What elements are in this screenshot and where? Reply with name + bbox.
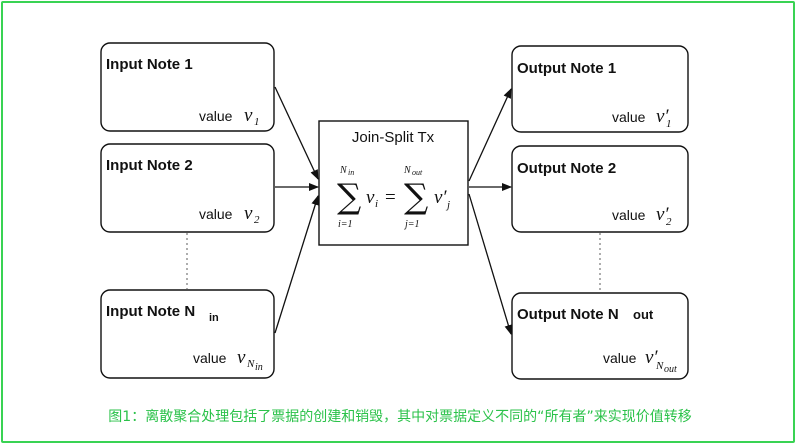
- input-note-2-var: v: [244, 203, 253, 224]
- output-note-1-var: v′: [656, 106, 669, 127]
- input-note-2-sub: 2: [254, 214, 260, 226]
- sum-left-lower: i=1: [338, 219, 353, 230]
- input-note-1: Input Note 1 value v 1: [100, 42, 275, 132]
- sum-left-var: v: [366, 187, 375, 208]
- arrow-output-n: [468, 193, 513, 335]
- sum-right-var-sub: j: [445, 199, 450, 211]
- arrow-output-1: [468, 88, 512, 182]
- sum-right-var: v′: [434, 187, 447, 208]
- input-note-n-title: Input Note N: [106, 303, 195, 320]
- input-note-n-value-label: value: [193, 350, 227, 366]
- input-note-n-title-sub: in: [209, 312, 219, 324]
- input-note-1-sub: 1: [254, 116, 260, 128]
- output-note-2-title: Output Note 2: [517, 160, 616, 177]
- sum-right-sigma: ∑: [404, 177, 428, 217]
- input-note-2-title: Input Note 2: [106, 157, 193, 174]
- output-note-1-title: Output Note 1: [517, 60, 616, 77]
- input-note-2: Input Note 2 value v 2: [100, 143, 275, 233]
- output-note-2: Output Note 2 value v′ 2: [511, 145, 689, 233]
- equals-sign: =: [385, 187, 396, 208]
- input-note-n: Input Note N in value v N in: [100, 289, 275, 379]
- output-note-2-sub: 2: [666, 216, 672, 228]
- sum-right-upper-sub: out: [412, 168, 423, 177]
- join-split-tx-box: Join-Split Tx N in ∑ i=1 v i = N out ∑ j…: [318, 120, 469, 246]
- output-note-n-title-sub: out: [633, 307, 654, 322]
- sum-left-sigma: ∑: [337, 177, 361, 217]
- join-split-tx-title: Join-Split Tx: [352, 129, 435, 146]
- arrow-input-1: [274, 86, 319, 180]
- output-note-2-var: v′: [656, 204, 669, 225]
- output-note-2-value-label: value: [612, 207, 646, 223]
- output-note-n-var: v′: [645, 347, 658, 368]
- sum-right-upper: N: [403, 165, 412, 176]
- input-note-2-value-label: value: [199, 206, 233, 222]
- output-note-n: Output Note N out value v′ N out: [511, 292, 689, 380]
- input-note-n-sub-sub: in: [255, 362, 263, 373]
- sum-left-upper-sub: in: [348, 168, 354, 177]
- sum-left-upper: N: [339, 165, 348, 176]
- sum-left-var-sub: i: [375, 198, 378, 210]
- arrow-input-n: [274, 195, 320, 334]
- input-note-1-value-label: value: [199, 108, 233, 124]
- output-note-1: Output Note 1 value v′ 1: [511, 45, 689, 133]
- sum-right-lower: j=1: [403, 219, 420, 230]
- input-note-n-var: v: [237, 347, 246, 368]
- output-note-n-sub: N: [655, 360, 664, 372]
- figure-caption: 图1：离散聚合处理包括了票据的创建和销毁，其中对票据定义不同的“所有者”来实现价…: [108, 409, 692, 425]
- output-note-1-value-label: value: [612, 109, 646, 125]
- input-note-1-var: v: [244, 105, 253, 126]
- input-note-n-sub: N: [246, 358, 255, 370]
- input-note-1-title: Input Note 1: [106, 56, 193, 73]
- output-note-n-value-label: value: [603, 350, 637, 366]
- output-note-n-title: Output Note N: [517, 306, 619, 323]
- output-note-1-sub: 1: [666, 118, 672, 130]
- output-note-n-sub-sub: out: [664, 364, 677, 375]
